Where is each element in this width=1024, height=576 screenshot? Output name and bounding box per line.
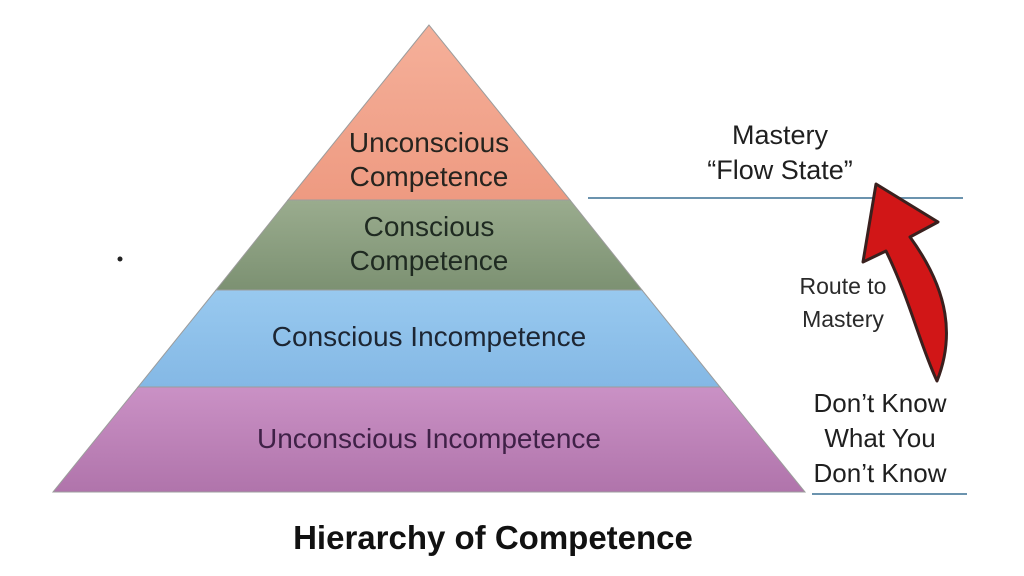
label-line: Mastery (802, 306, 884, 332)
label-line: What You (824, 423, 936, 453)
label-line: “Flow State” (707, 155, 853, 185)
mastery-annotation: Mastery “Flow State” (590, 118, 970, 188)
pyramid-label-conscious-incompetence: Conscious Incompetence (271, 321, 587, 352)
label-line: Competence (349, 245, 509, 276)
pyramid-label-unconscious-incompetence: Unconscious Incompetence (257, 423, 601, 454)
label-line: Don’t Know (813, 388, 947, 418)
route-to-mastery-annotation: Route to Mastery (743, 270, 943, 336)
stray-dot (117, 256, 123, 262)
route-to-mastery-arrow (861, 182, 948, 383)
page-title: Hierarchy of Competence (293, 519, 693, 556)
label-line: Route to (799, 273, 887, 299)
pyramid-level-unconscious-incompetence (51, 386, 807, 493)
label-line: Mastery (731, 120, 829, 150)
label-line: Conscious (363, 211, 495, 242)
label-line: Unconscious (348, 127, 510, 158)
label-line: Don’t Know (813, 458, 947, 488)
label-line: Competence (349, 161, 509, 192)
